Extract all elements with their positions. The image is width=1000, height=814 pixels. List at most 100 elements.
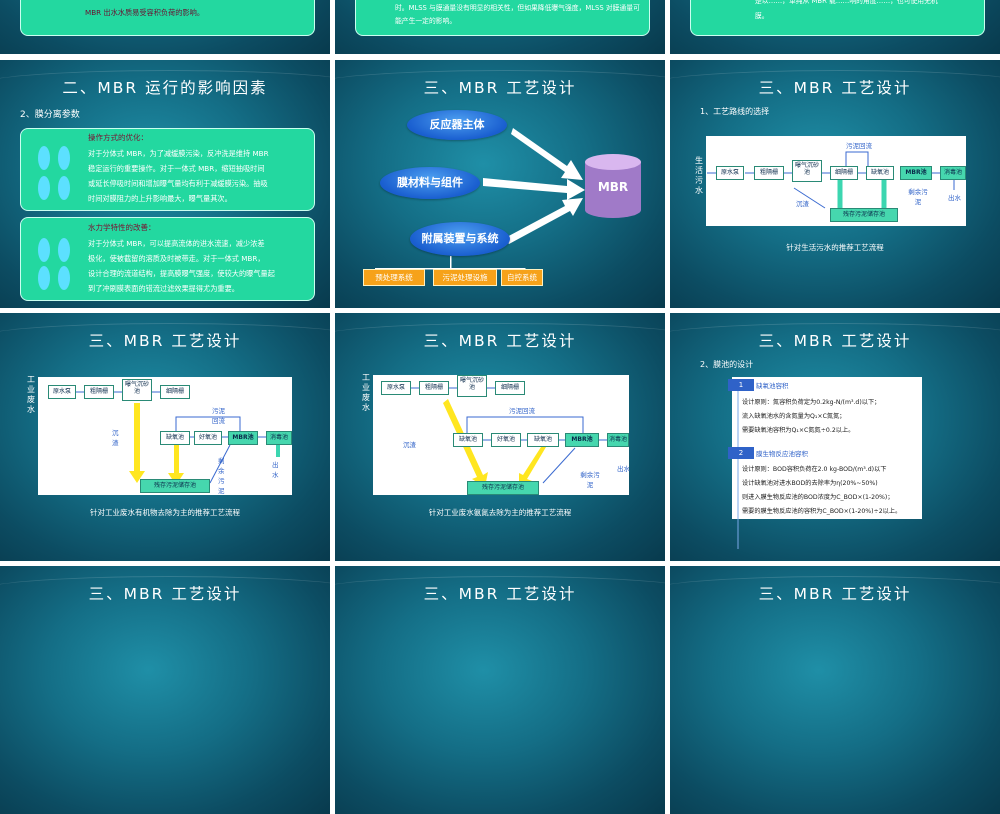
section-line: 设计缺氧池对进水BOD的去除率为η(20%~50%)	[742, 480, 878, 487]
diagram-caption: 针对工业废水氨氮去除为主的推荐工艺流程	[428, 508, 572, 517]
arrow	[483, 178, 585, 200]
node-aerobic-tank: 好氧池	[491, 433, 521, 447]
box-line: 或延长停吸时间和增加曝气量均有利于减缓膜污染。抽吸	[88, 179, 268, 188]
slide-subtitle: 1、工艺路线的选择	[700, 107, 770, 116]
yellow-arrow	[168, 443, 184, 485]
slide-title: 三、MBR 工艺设计	[423, 332, 577, 350]
label-return-sludge: 污泥回流	[846, 142, 872, 150]
label-return-sludge: 污泥回流	[509, 407, 535, 415]
label-excess-sludge: 剩余污泥	[580, 471, 600, 489]
slide-title: 三、MBR 工艺设计	[423, 79, 577, 97]
node-sludge-storage: 残存污泥储存池	[467, 481, 539, 495]
text-box-operation	[20, 128, 315, 211]
label-return-sludge: 污泥回流	[212, 407, 225, 425]
oval-decoration	[58, 238, 70, 262]
connector-line	[450, 256, 452, 277]
slide-title: 三、MBR 工艺设计	[88, 332, 242, 350]
slide-thumbnail-7[interactable]: 三、MBR 工艺设计 工 业 废 水 原水泵 粗隔栅 曝气沉砂池 细隔栅 缺氧池…	[0, 313, 330, 561]
section-line: 则进入膜生物反应池的BOD浓度为C_BOD×(1-20%)；	[742, 494, 894, 501]
oval-decoration	[38, 146, 50, 170]
slide-thumbnail-3[interactable]: 是以……，单纯从 MBR 载……响的角度……，也可使用无机 膜。	[670, 0, 1000, 54]
side-char: 工	[362, 373, 370, 382]
box-line: 稳定运行的重要操作。对于一体式 MBR，缩短抽吸时间	[88, 164, 265, 173]
node-anoxic-tank: 缺氧池	[160, 431, 190, 445]
oval-decoration	[38, 238, 50, 262]
label-slag: 沉渣	[796, 200, 809, 208]
slide-text: 时。MLSS 与膜通量没有明显的相关性，但如果降低曝气强度，MLSS 对膜通量可…	[395, 4, 640, 25]
slide-thumbnail-1[interactable]: MBR 出水水质易受容积负荷的影响。	[0, 0, 330, 54]
diagram-caption: 针对工业废水有机物去除为主的推荐工艺流程	[90, 508, 240, 517]
slide-thumbnail-8[interactable]: 三、MBR 工艺设计 工 业 废 水 原水泵 粗隔栅 曝气沉砂池 细隔栅 缺氧池…	[335, 313, 665, 561]
box-line: 极化，使被截留的溶质及时被带走。对于一体式 MBR，	[88, 254, 265, 263]
section-line: 需要缺氧池容积为Q₁×C氮氮÷0.2以上。	[742, 427, 855, 434]
label-excess-sludge: 剩余污泥	[218, 457, 225, 495]
box-heading: 水力学特性的改善：	[88, 223, 156, 232]
oval-decoration	[58, 176, 70, 200]
slide-thumbnail-2[interactable]: 时。MLSS 与膜通量没有明显的相关性，但如果降低曝气强度，MLSS 对膜通量可…	[335, 0, 665, 54]
node-coarse-screen: 粗隔栅	[419, 381, 449, 395]
bubble-auxiliary: 附属装置与系统	[410, 222, 510, 256]
side-char: 活	[695, 166, 703, 175]
slide-thumbnail-12[interactable]: 三、MBR 工艺设计	[670, 566, 1000, 814]
section-line: 需要的膜生物反应池的容积为C_BOD×(1-20%)÷2以上。	[742, 508, 902, 515]
node-grit-chamber: 曝气沉砂池	[792, 160, 822, 182]
slide-thumbnail-10[interactable]: 三、MBR 工艺设计	[0, 566, 330, 814]
oval-decoration	[38, 266, 50, 290]
slide-thumbnail-5[interactable]: 三、MBR 工艺设计 反应器主体 膜材料与组件 附属装置与系统 MBR 预处理系…	[335, 60, 665, 308]
section-heading: 缺氧池容积	[756, 382, 789, 390]
design-lines	[737, 391, 739, 549]
label-excess-sludge: 剩余污泥	[908, 188, 928, 206]
node-mbr-tank: MBR池	[228, 431, 258, 445]
design-panel	[732, 377, 922, 519]
button-pretreatment: 预处理系统	[363, 269, 425, 286]
section-number: 2	[728, 447, 754, 459]
slide-text: MBR 出水水质易受容积负荷的影响。	[85, 8, 205, 17]
diagram-caption: 针对生活污水的推荐工艺流程	[786, 243, 884, 252]
cylinder-label: MBR	[597, 180, 629, 194]
side-char: 业	[362, 383, 370, 392]
text-box	[690, 0, 985, 36]
oval-decoration	[58, 146, 70, 170]
node-disinfection: 消毒池	[266, 431, 292, 445]
node-fine-screen: 细隔栅	[495, 381, 525, 395]
slide-thumbnail-4[interactable]: 二、MBR 运行的影响因素 2、膜分离参数 操作方式的优化： 对于分体式 MBR…	[0, 60, 330, 308]
section-line: 设计原则：BOD容积负荷在2.0 kg-BOD/(m³.d)以下	[742, 466, 887, 473]
side-char: 水	[695, 186, 703, 195]
side-char: 污	[695, 176, 703, 185]
slide-title: 三、MBR 工艺设计	[423, 585, 577, 603]
node-raw-pump: 原水泵	[381, 381, 411, 395]
box-line: 对于分体式 MBR，可以提高流体的进水流速，减少浓差	[88, 239, 265, 248]
node-mbr-tank: MBR池	[565, 433, 599, 447]
section-line: 流入缺氧池水的含氮量为Q₁×C氮氮；	[742, 413, 846, 420]
slide-title: 三、MBR 工艺设计	[88, 585, 242, 603]
arrow	[511, 128, 583, 180]
bubble-reactor: 反应器主体	[407, 110, 507, 140]
slide-title: 二、MBR 运行的影响因素	[62, 79, 268, 97]
slide-title: 三、MBR 工艺设计	[758, 332, 912, 350]
node-anoxic-tank: 缺氧池	[866, 166, 894, 180]
node-coarse-screen: 粗隔栅	[84, 385, 114, 399]
slide-title: 三、MBR 工艺设计	[758, 79, 912, 97]
side-char: 废	[362, 393, 370, 402]
box-line: 对于分体式 MBR，为了减缓膜污染，反冲洗是维持 MBR	[88, 149, 269, 158]
mbr-cylinder	[585, 154, 641, 218]
node-anoxic-tank-2: 缺氧池	[527, 433, 559, 447]
node-aerobic-tank: 好氧池	[194, 431, 222, 445]
box-heading: 操作方式的优化：	[88, 133, 148, 142]
button-sludge: 污泥处理设施	[433, 269, 497, 286]
section-line: 设计原则：氮容积负荷定为0.2kg-N/(m³.d)以下；	[742, 399, 881, 406]
slide-text: 是以……，单纯从 MBR 载……响的角度……，也可使用无机	[755, 0, 938, 5]
arrow	[505, 198, 583, 244]
node-disinfection: 消毒池	[607, 433, 629, 447]
label-slag: 沉渣	[112, 429, 119, 447]
flow-arrows	[76, 391, 280, 485]
node-disinfection: 消毒池	[940, 166, 966, 180]
text-box-hydraulics	[20, 217, 315, 301]
box-line: 设计合理的流道结构，提高膜曝气强度，使较大的曝气量起	[88, 269, 275, 278]
slide-thumbnail-11[interactable]: 三、MBR 工艺设计	[335, 566, 665, 814]
section-heading: 膜生物反应池容积	[756, 450, 808, 458]
slide-thumbnail-6[interactable]: 三、MBR 工艺设计 1、工艺路线的选择 生 活 污 水 原水泵 粗隔栅 曝气沉…	[670, 60, 1000, 308]
oval-decoration	[58, 266, 70, 290]
slide-thumbnail-9[interactable]: 三、MBR 工艺设计 2、膜池的设计 1 缺氧池容积 设计原则：氮容积负荷定为0…	[670, 313, 1000, 561]
side-char: 水	[362, 403, 370, 412]
